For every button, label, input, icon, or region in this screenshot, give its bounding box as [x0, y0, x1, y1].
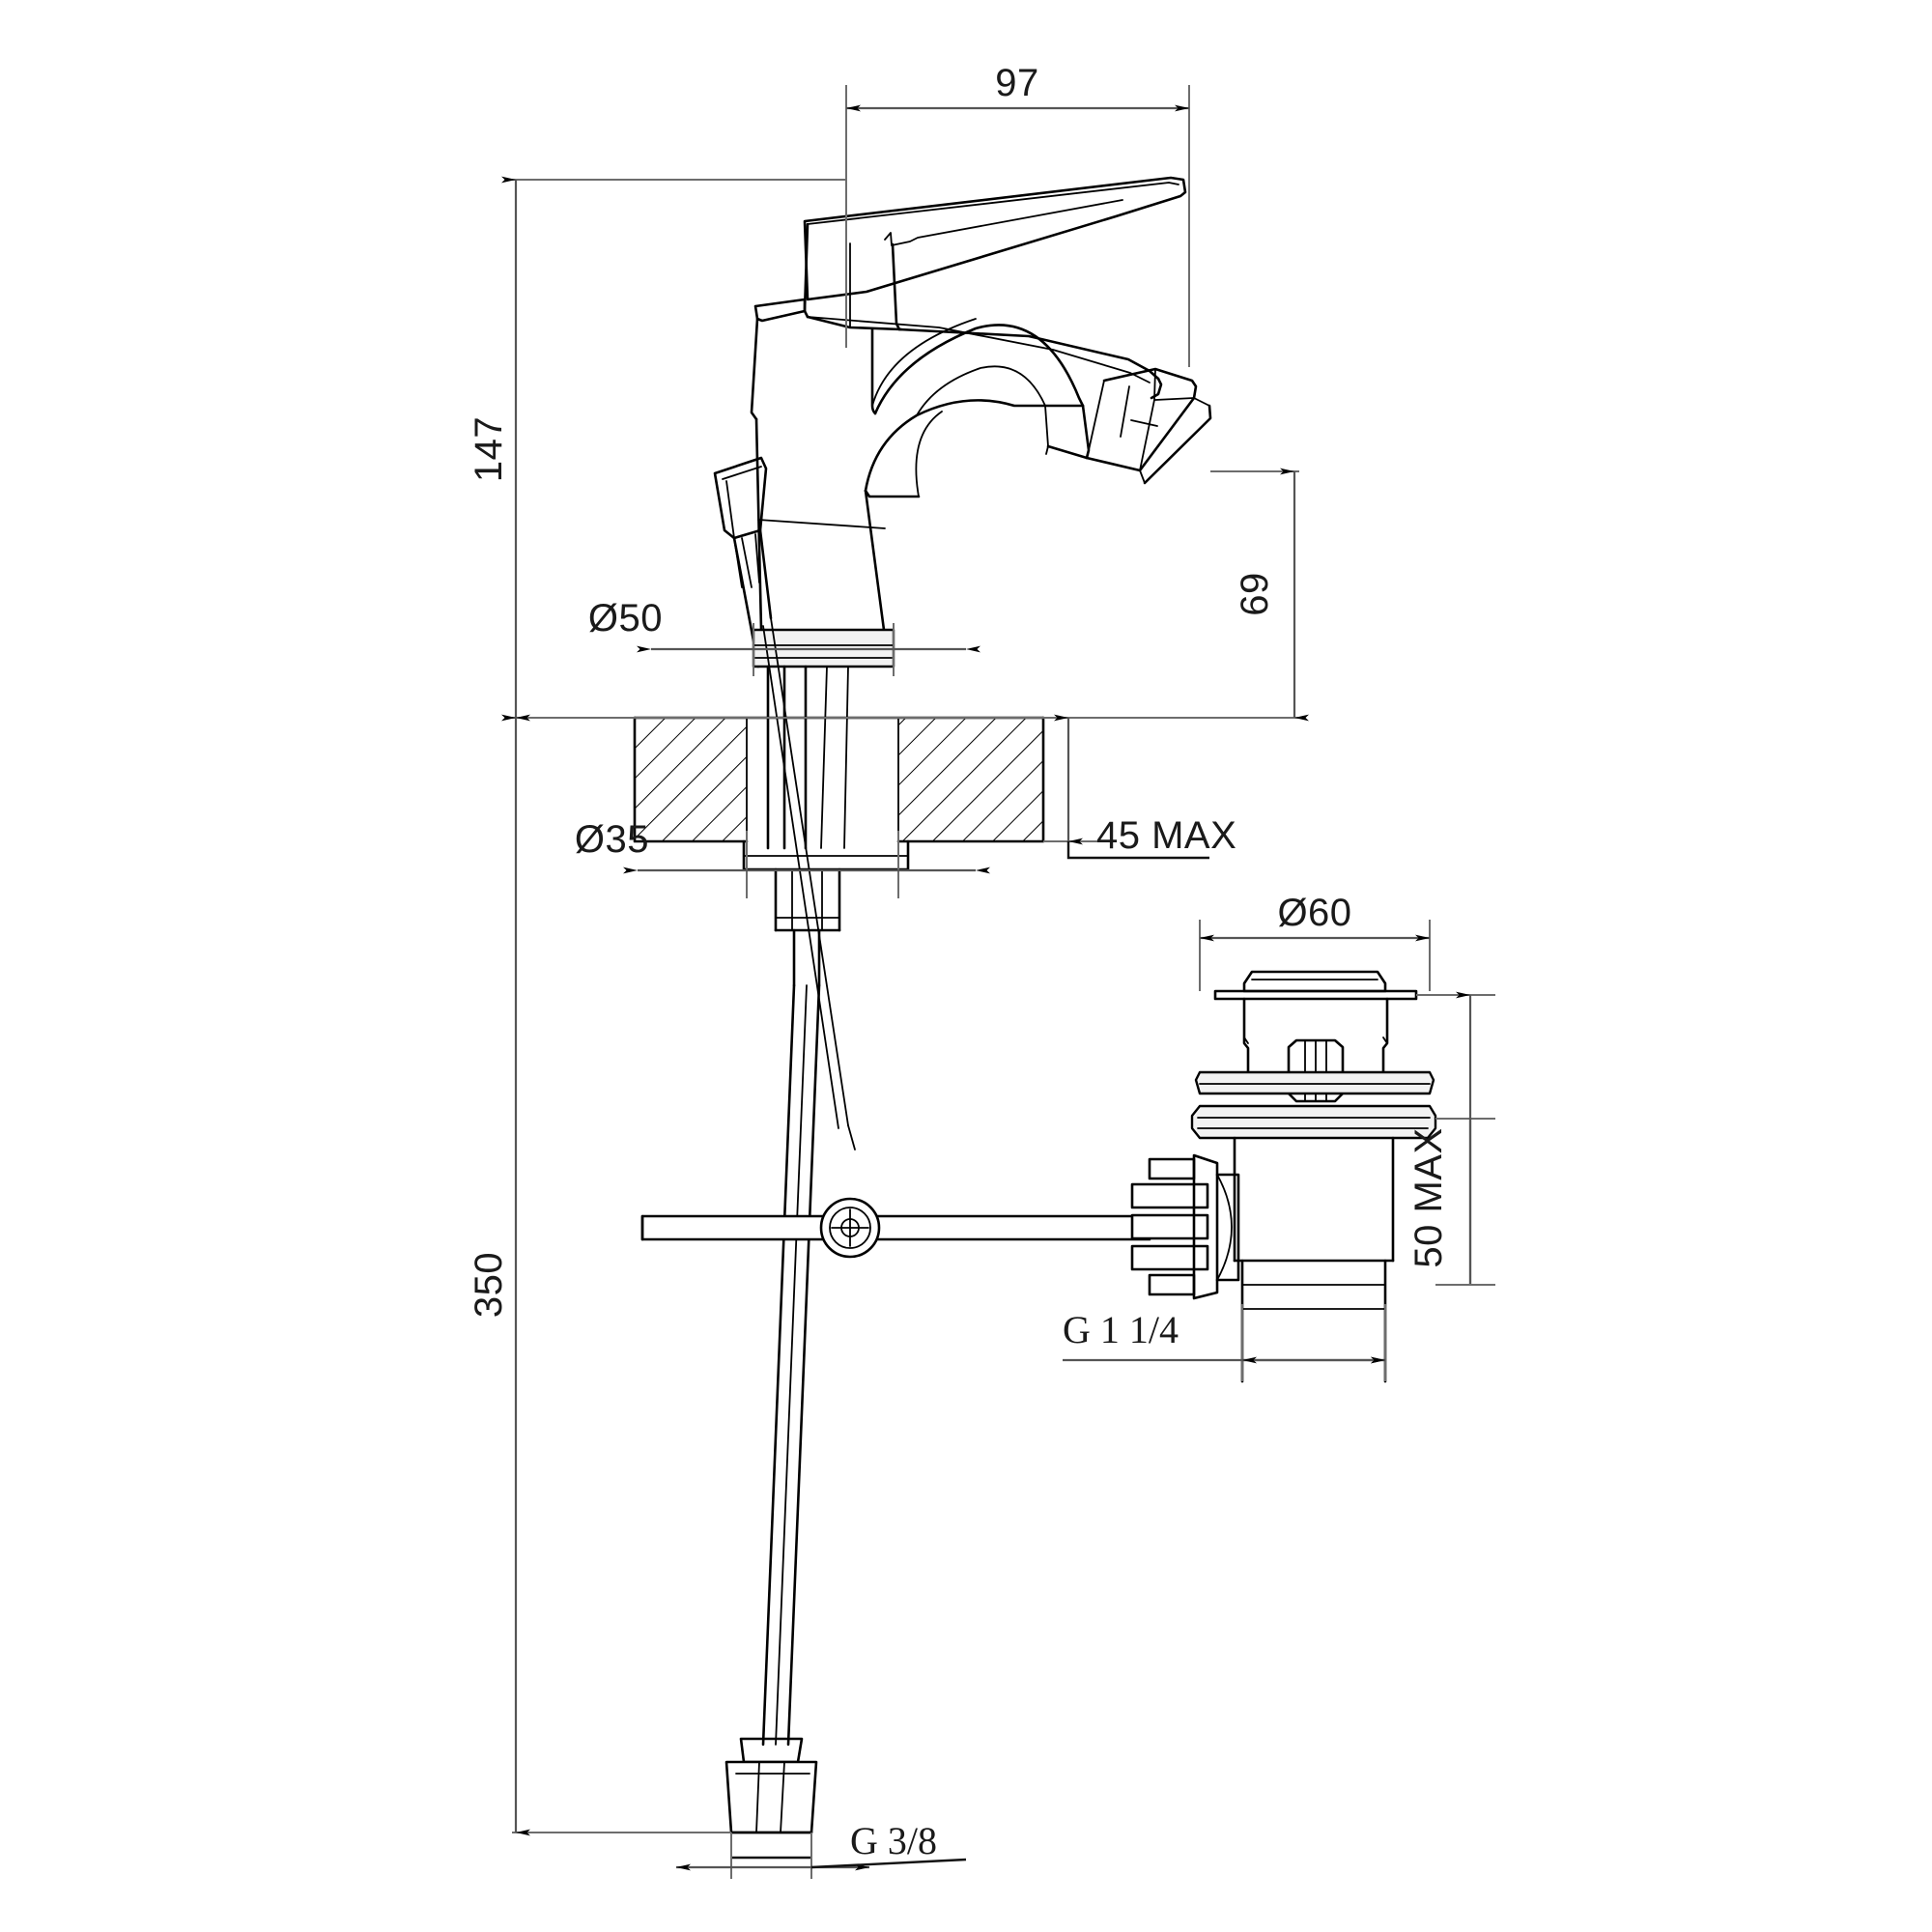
dimension-dia-35: Ø35 — [575, 818, 990, 898]
mixer-spout — [864, 318, 1091, 498]
mixer-cartridge-housing — [750, 298, 1163, 421]
drain-gasket-upper — [1194, 1070, 1435, 1095]
spout-aerator — [1085, 367, 1212, 485]
drain-gasket-lower — [1190, 1104, 1437, 1140]
dimension-147-label: 147 — [468, 416, 510, 482]
mixer-lever-handle — [803, 176, 1187, 331]
drain-cap — [1213, 970, 1418, 1001]
callout-g-3-8-label: G 3/8 — [850, 1819, 937, 1862]
callout-g-3-8: G 3/8 — [676, 1819, 967, 1879]
dimension-350-label: 350 — [468, 1252, 510, 1318]
flexible-supply-hoses — [761, 983, 821, 1747]
drain-detail-view: Ø60 50 MAX G 1 1/4 — [1063, 892, 1495, 1383]
supply-hose-connector — [724, 1737, 818, 1834]
dimension-dia-60: Ø60 — [1199, 892, 1431, 991]
dimension-50-max: 50 MAX — [1407, 991, 1495, 1286]
dimension-45-max-label: 45 MAX — [1096, 814, 1236, 857]
dimension-69-label: 69 — [1234, 572, 1276, 616]
dimension-annotations-main: 97 147 350 69 — [468, 62, 1309, 1879]
drain-linkage-nut — [1130, 1153, 1240, 1300]
dimension-dia-35-label: Ø35 — [575, 818, 649, 861]
drain-body-barrel — [1233, 1136, 1395, 1263]
dimension-97: 97 — [845, 62, 1190, 367]
dimension-dia-50-label: Ø50 — [588, 597, 663, 639]
dimension-dia-50: Ø50 — [588, 597, 980, 676]
callout-g-1-1-4-label: G 1 1/4 — [1063, 1308, 1179, 1351]
fixing-plate — [742, 839, 910, 987]
drain-upper-stem — [1242, 997, 1389, 1074]
dimension-50-max-label: 50 MAX — [1407, 1127, 1450, 1267]
dimension-dia-60-label: Ø60 — [1277, 892, 1351, 934]
dimension-350: 350 — [468, 714, 731, 1836]
dimension-147: 147 — [468, 176, 1043, 722]
popup-pivot-link-rod — [640, 1197, 1151, 1259]
callout-g-1-1-4: G 1 1/4 — [1063, 1304, 1386, 1381]
tap-shank-assembly — [766, 665, 849, 850]
dimension-45-max: 45 MAX — [1043, 714, 1236, 860]
dimension-annotations-drain: Ø60 50 MAX G 1 1/4 — [1063, 892, 1495, 1381]
dimension-69: 69 — [1043, 468, 1309, 722]
dimension-97-label: 97 — [995, 62, 1039, 104]
tap-base-escutcheon — [752, 417, 895, 668]
drain-tailpiece — [1240, 1259, 1387, 1383]
worktop-section — [633, 716, 1045, 843]
main-elevation-view — [633, 176, 1212, 1834]
